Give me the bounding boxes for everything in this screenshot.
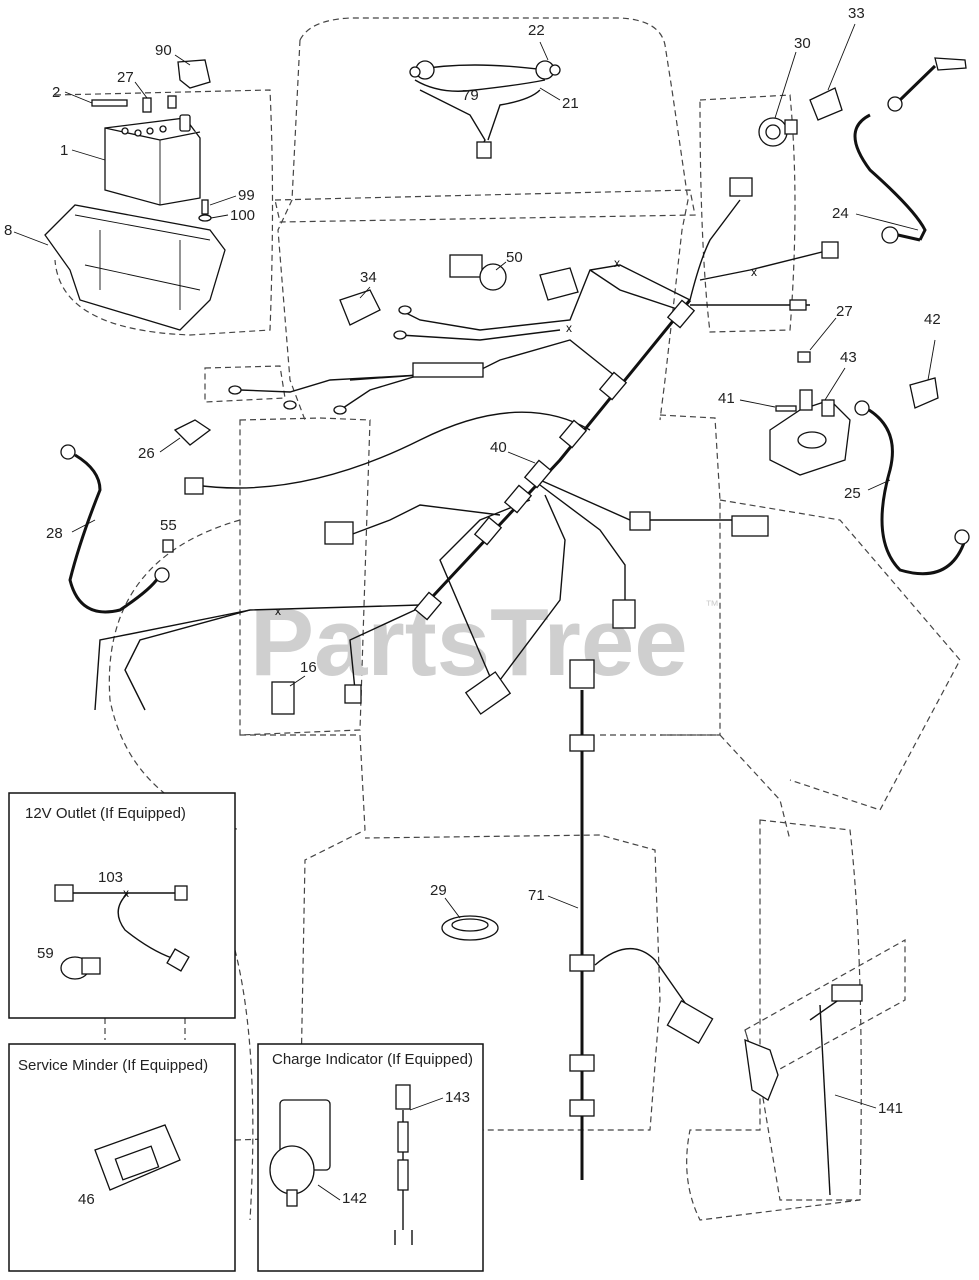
pto-switch xyxy=(449,254,507,291)
callout-16: 16 xyxy=(300,659,317,676)
inset-charge-title: Charge Indicator (If Equipped) xyxy=(272,1051,473,1068)
starter-solenoid xyxy=(769,351,939,476)
ignition-switch xyxy=(758,117,798,147)
inset-service-minder: Service Minder (If Equipped) 46 xyxy=(8,1043,236,1272)
bolt xyxy=(162,539,174,553)
seat-switch-assembly xyxy=(744,938,906,1201)
main-wire-harness: x x x x xyxy=(94,177,839,715)
callout-24: 24 xyxy=(832,205,849,222)
callout-43: 43 xyxy=(840,349,857,366)
switch-34 xyxy=(339,289,381,326)
svg-text:x: x xyxy=(566,321,572,335)
callout-71: 71 xyxy=(528,887,545,904)
callout-29: 29 xyxy=(430,882,447,899)
callout-26: 26 xyxy=(138,445,155,462)
svg-text:x: x xyxy=(123,886,129,900)
callout-1: 1 xyxy=(60,142,68,159)
callout-143: 142 xyxy=(342,1190,367,1207)
callout-labels: 90 2 27 1 99 100 8 22 79 21 30 33 24 50 … xyxy=(4,5,941,1117)
nut xyxy=(797,351,811,363)
bolt xyxy=(91,99,128,107)
callout-33: 33 xyxy=(848,5,865,22)
inset-charge-indicator: Charge Indicator (If Equipped) 142 143 xyxy=(257,1043,484,1272)
callout-41: 41 xyxy=(718,390,735,407)
module xyxy=(539,267,579,301)
rear-harness xyxy=(569,659,714,1180)
callout-90: 90 xyxy=(155,42,172,59)
inset-12v-outlet: 12V Outlet (If Equipped) x 103 59 xyxy=(8,792,236,1019)
terminal-boot xyxy=(909,377,939,409)
callout-99: 99 xyxy=(238,187,255,204)
callout-34: 34 xyxy=(360,269,377,286)
screw xyxy=(775,405,797,412)
ignition-key xyxy=(809,87,843,121)
callout-141: 141 xyxy=(878,1100,903,1117)
callout-25: 25 xyxy=(844,485,861,502)
fuse xyxy=(173,419,212,446)
hold-down-bracket xyxy=(177,59,211,89)
callout-21: 21 xyxy=(562,95,579,112)
callout-50: 50 xyxy=(506,249,523,266)
callout-2: 2 xyxy=(52,84,60,101)
callout-22: 22 xyxy=(528,22,545,39)
callout-28: 28 xyxy=(46,525,63,542)
ground-cable xyxy=(60,444,170,614)
nut xyxy=(142,97,152,113)
battery-cable-positive xyxy=(853,57,967,244)
callout-8: 8 xyxy=(4,222,12,239)
callout-40: 40 xyxy=(490,439,507,456)
callout-59: 59 xyxy=(37,945,54,962)
svg-text:x: x xyxy=(614,256,620,270)
callout-100: 100 xyxy=(230,207,255,224)
battery-tray xyxy=(44,204,226,331)
inset-service-title: Service Minder (If Equipped) xyxy=(18,1057,208,1074)
inset-12v-title: 12V Outlet (If Equipped) xyxy=(25,805,186,822)
callout-103: 103 xyxy=(98,869,123,886)
callout-27b: 27 xyxy=(836,303,853,320)
headlight-connector xyxy=(476,141,492,159)
callout-79: 79 xyxy=(462,87,479,104)
battery-cable-negative xyxy=(854,400,970,576)
callout-27: 27 xyxy=(117,69,134,86)
watermark-trademark: ™ xyxy=(705,597,719,613)
battery-assembly xyxy=(44,59,226,331)
svg-text:x: x xyxy=(275,604,281,618)
headlight-assembly xyxy=(409,60,561,159)
tractor-outline xyxy=(54,17,961,1221)
callout-55: 55 xyxy=(160,517,177,534)
callout-46: 46 xyxy=(78,1191,95,1208)
svg-text:x: x xyxy=(751,265,757,279)
callout-30: 30 xyxy=(794,35,811,52)
callout-42: 42 xyxy=(924,311,941,328)
callout-142: 143 xyxy=(445,1089,470,1106)
